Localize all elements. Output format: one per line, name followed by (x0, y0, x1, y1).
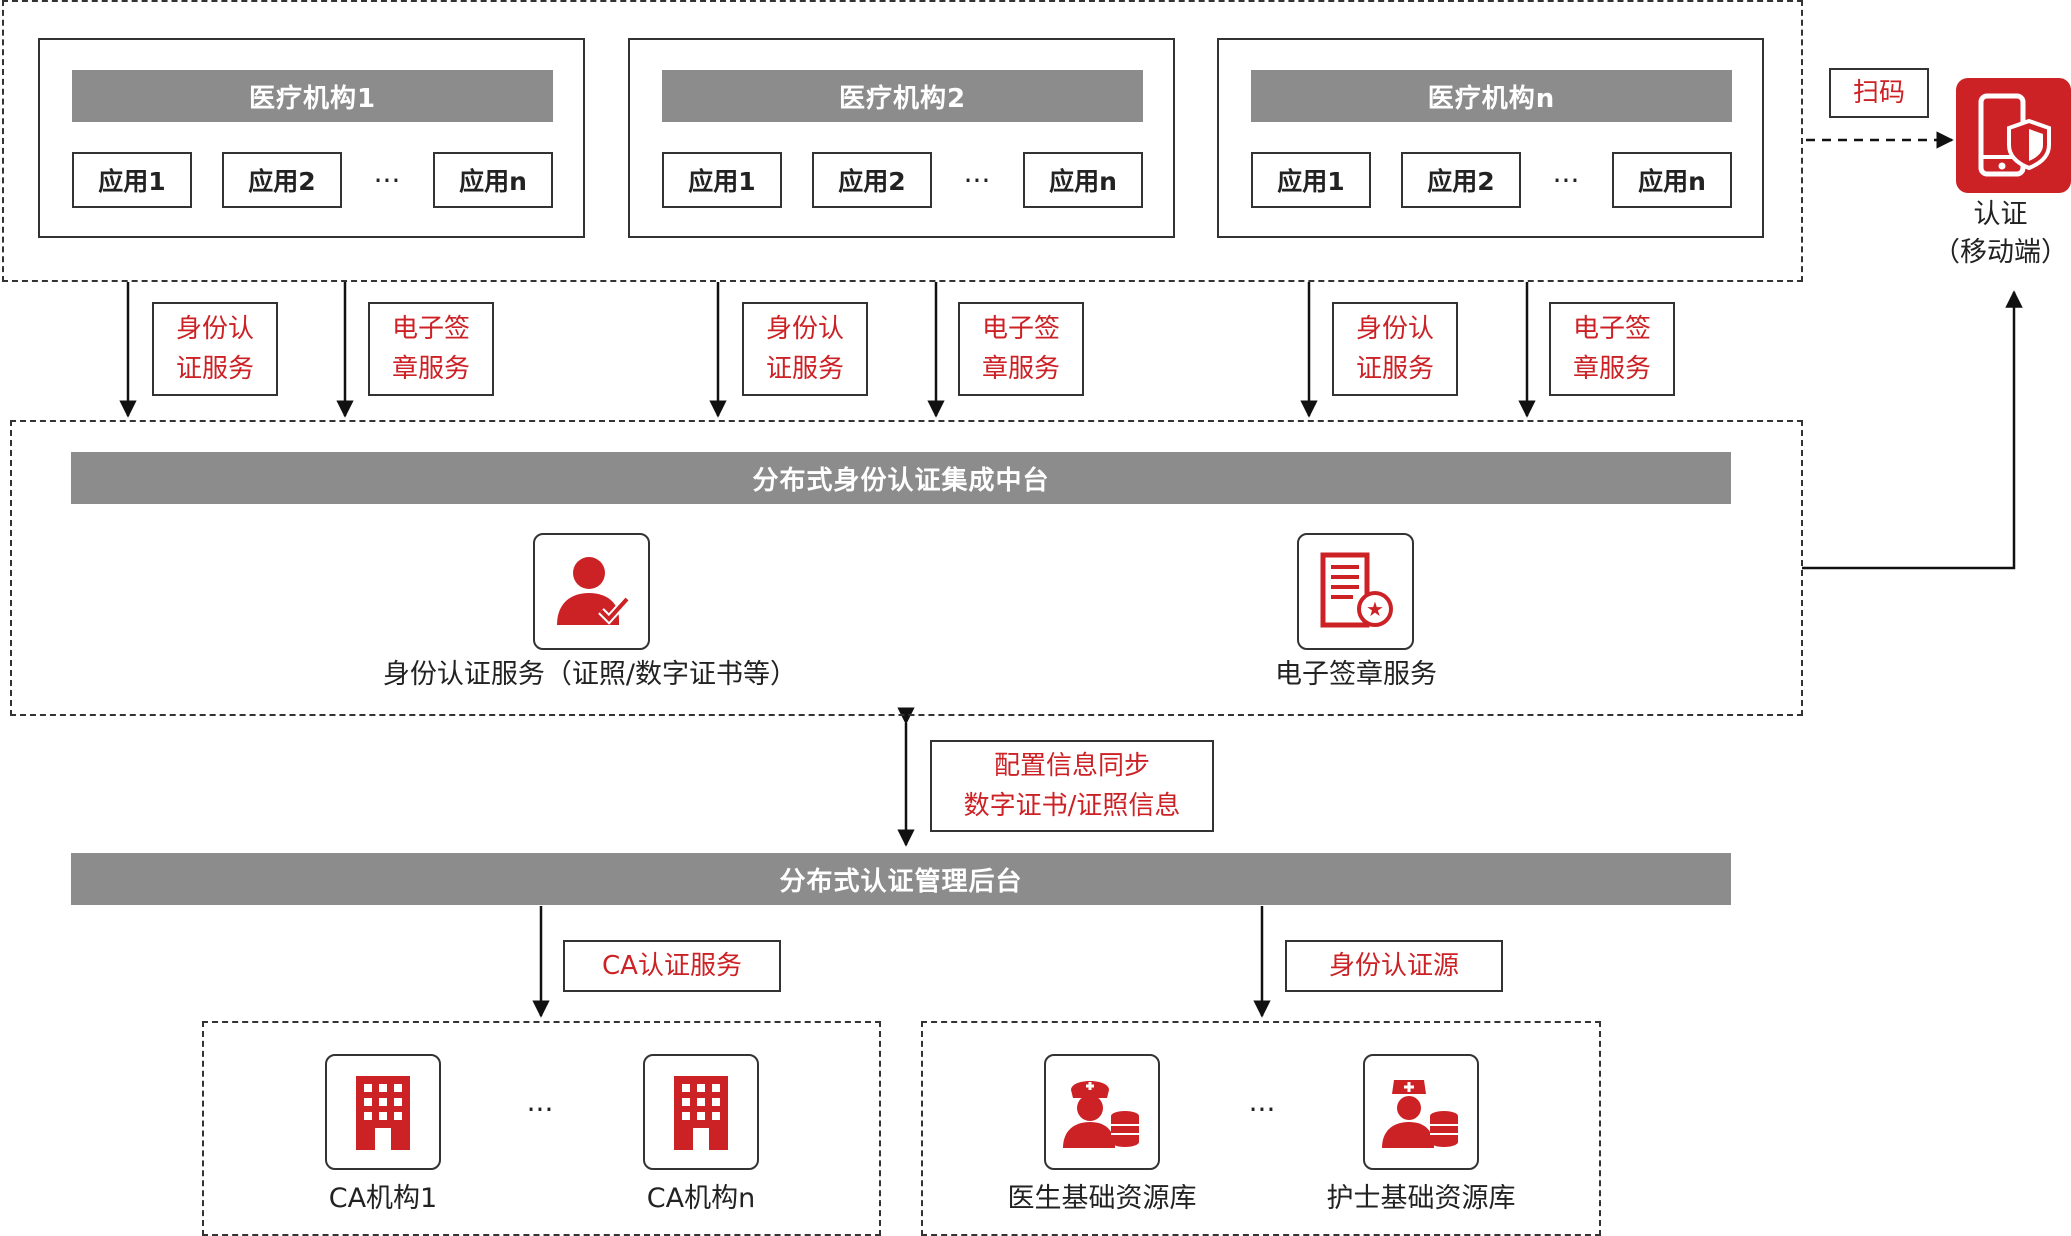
apps-ellipsis-1: ··· (373, 163, 401, 197)
institutions-container (2, 0, 1803, 282)
identity-service-label-2: 身份认证服务 (742, 302, 868, 396)
middle-platform-title: 分布式身份认证集成中台 (71, 452, 1731, 504)
signature-service-label-1: 电子签章服务 (368, 302, 494, 396)
ca-institution-n-caption: CA机构n (646, 1183, 756, 1214)
mobile-auth-label: 认证 （移动端） (1933, 199, 2068, 268)
svg-text:★: ★ (1366, 597, 1384, 621)
scan-label: 扫码 (1829, 68, 1929, 118)
app-button-1-n[interactable]: 应用n (433, 152, 553, 208)
identity-service-icon (533, 533, 650, 650)
ca-group-container (202, 1021, 881, 1236)
ca-ellipsis: ··· (526, 1092, 554, 1126)
ca-building-icon-n (643, 1054, 759, 1170)
app-button-n-2[interactable]: 应用2 (1401, 152, 1521, 208)
identity-service-label-1: 身份认证服务 (152, 302, 278, 396)
app-button-1-2[interactable]: 应用2 (222, 152, 342, 208)
nurse-database-caption: 护士基础资源库 (1326, 1183, 1516, 1214)
institution-title-2: 医疗机构2 (662, 70, 1143, 122)
app-button-2-1[interactable]: 应用1 (662, 152, 782, 208)
institution-card-1: 医疗机构1 应用1 应用2 ··· 应用n (38, 38, 585, 238)
app-button-n-n[interactable]: 应用n (1612, 152, 1732, 208)
ca-institution-1-caption: CA机构1 (328, 1183, 438, 1214)
ca-service-label: CA认证服务 (563, 940, 781, 992)
doctor-database-caption: 医生基础资源库 (1007, 1183, 1197, 1214)
signature-service-label-n: 电子签章服务 (1549, 302, 1675, 396)
app-button-2-2[interactable]: 应用2 (812, 152, 932, 208)
mobile-auth-icon[interactable] (1956, 78, 2071, 193)
ca-building-icon-1 (325, 1054, 441, 1170)
app-button-1-1[interactable]: 应用1 (72, 152, 192, 208)
signature-service-icon: ★ (1297, 533, 1414, 650)
apps-ellipsis-2: ··· (963, 163, 991, 197)
identity-service-label-n: 身份认证服务 (1332, 302, 1458, 396)
institution-card-2: 医疗机构2 应用1 应用2 ··· 应用n (628, 38, 1175, 238)
signature-service-label-2: 电子签章服务 (958, 302, 1084, 396)
app-button-n-1[interactable]: 应用1 (1251, 152, 1371, 208)
sync-label: 配置信息同步数字证书/证照信息 (930, 740, 1214, 832)
resource-group-container (921, 1021, 1601, 1236)
identity-service-caption: 身份认证服务（证照/数字证书等） (382, 659, 798, 690)
doctor-database-icon (1044, 1054, 1160, 1170)
signature-service-caption: 电子签章服务 (1275, 659, 1437, 690)
backend-title: 分布式认证管理后台 (71, 853, 1731, 905)
identity-source-label: 身份认证源 (1285, 940, 1503, 992)
institution-title-1: 医疗机构1 (72, 70, 553, 122)
apps-ellipsis-n: ··· (1552, 163, 1580, 197)
nurse-database-icon (1363, 1054, 1479, 1170)
middle-platform-container (10, 420, 1803, 716)
app-button-2-n[interactable]: 应用n (1023, 152, 1143, 208)
institution-card-n: 医疗机构n 应用1 应用2 ··· 应用n (1217, 38, 1764, 238)
resource-ellipsis: ··· (1248, 1092, 1276, 1126)
institution-title-n: 医疗机构n (1251, 70, 1732, 122)
